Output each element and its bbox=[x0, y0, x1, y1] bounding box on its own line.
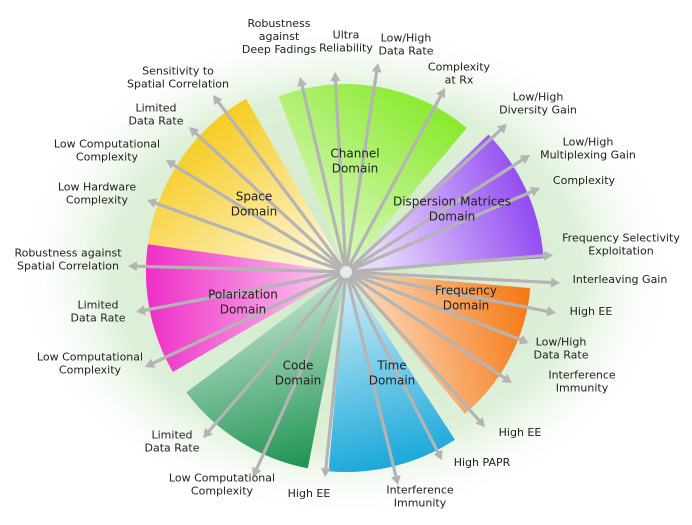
capability-label: High EE bbox=[570, 305, 613, 318]
capability-arrowhead bbox=[497, 124, 507, 134]
wedge-polarization bbox=[145, 244, 346, 372]
capability-arrow bbox=[143, 270, 348, 312]
capability-arrow bbox=[344, 190, 534, 274]
capability-label: High PAPR bbox=[454, 456, 511, 469]
capability-arrowhead bbox=[128, 261, 138, 272]
capability-arrowhead bbox=[501, 373, 512, 383]
capability-arrows bbox=[128, 63, 560, 485]
capability-arrow bbox=[344, 94, 443, 274]
wedge-code bbox=[186, 272, 346, 469]
capability-arrow bbox=[324, 270, 348, 470]
capability-label: Interleaving Gain bbox=[573, 273, 668, 286]
capability-label: High EE bbox=[499, 426, 542, 439]
capability-arrow bbox=[255, 270, 348, 471]
capability-label: High EE bbox=[288, 487, 331, 500]
capability-arrowhead bbox=[518, 335, 529, 345]
capability-arrowhead bbox=[145, 358, 156, 368]
capability-arrow bbox=[344, 254, 546, 274]
capability-arrow bbox=[344, 70, 379, 274]
capability-arrowhead bbox=[297, 77, 307, 87]
capability-arrow bbox=[172, 163, 348, 274]
capability-arrow bbox=[344, 270, 398, 478]
capability-arrowhead bbox=[391, 475, 401, 485]
wedge-dispersion bbox=[346, 134, 544, 272]
capability-arrowhead bbox=[475, 417, 485, 427]
capability-arrowhead bbox=[436, 88, 446, 99]
capability-arrowhead bbox=[550, 277, 560, 288]
capability-arrow bbox=[344, 270, 440, 454]
capability-arrowhead bbox=[147, 198, 158, 208]
capability-arrow bbox=[344, 270, 553, 285]
capability-arrowhead bbox=[136, 305, 146, 316]
capability-arrow bbox=[151, 270, 348, 365]
wedge-channel bbox=[278, 84, 467, 272]
capability-arrow bbox=[344, 270, 549, 313]
capability-arrowhead bbox=[203, 427, 213, 438]
capability-label: Complexity bbox=[553, 174, 616, 187]
capability-arrow bbox=[194, 131, 348, 274]
capability-arrow bbox=[135, 264, 348, 274]
capability-arrow bbox=[344, 158, 525, 274]
capability-arrow bbox=[344, 128, 502, 274]
wedge-space bbox=[146, 98, 346, 272]
wedge-frequency bbox=[346, 272, 531, 414]
capability-arrowhead bbox=[166, 160, 177, 169]
capability-arrowhead bbox=[433, 449, 443, 460]
capability-arrow bbox=[344, 270, 523, 342]
capability-arrowhead bbox=[546, 306, 556, 317]
capability-arrowhead bbox=[189, 127, 199, 137]
capability-arrow bbox=[333, 79, 348, 274]
capability-arrowhead bbox=[320, 467, 331, 477]
capability-arrowhead bbox=[252, 466, 262, 477]
capability-arrow bbox=[153, 201, 348, 274]
capability-arrowhead bbox=[529, 187, 540, 197]
capability-arrowhead bbox=[519, 155, 530, 164]
capability-arrowhead bbox=[213, 95, 223, 106]
capability-arrow bbox=[344, 270, 507, 380]
capability-arrowhead bbox=[543, 250, 553, 261]
capability-arrowhead bbox=[371, 63, 382, 73]
capability-arrowhead bbox=[330, 72, 341, 82]
domain-wedges bbox=[145, 84, 544, 472]
capability-arrow bbox=[344, 270, 481, 422]
capability-arrow bbox=[216, 100, 348, 274]
capability-arrow bbox=[300, 84, 348, 274]
capability-arrow bbox=[207, 270, 348, 433]
wheel-hub bbox=[340, 266, 352, 278]
